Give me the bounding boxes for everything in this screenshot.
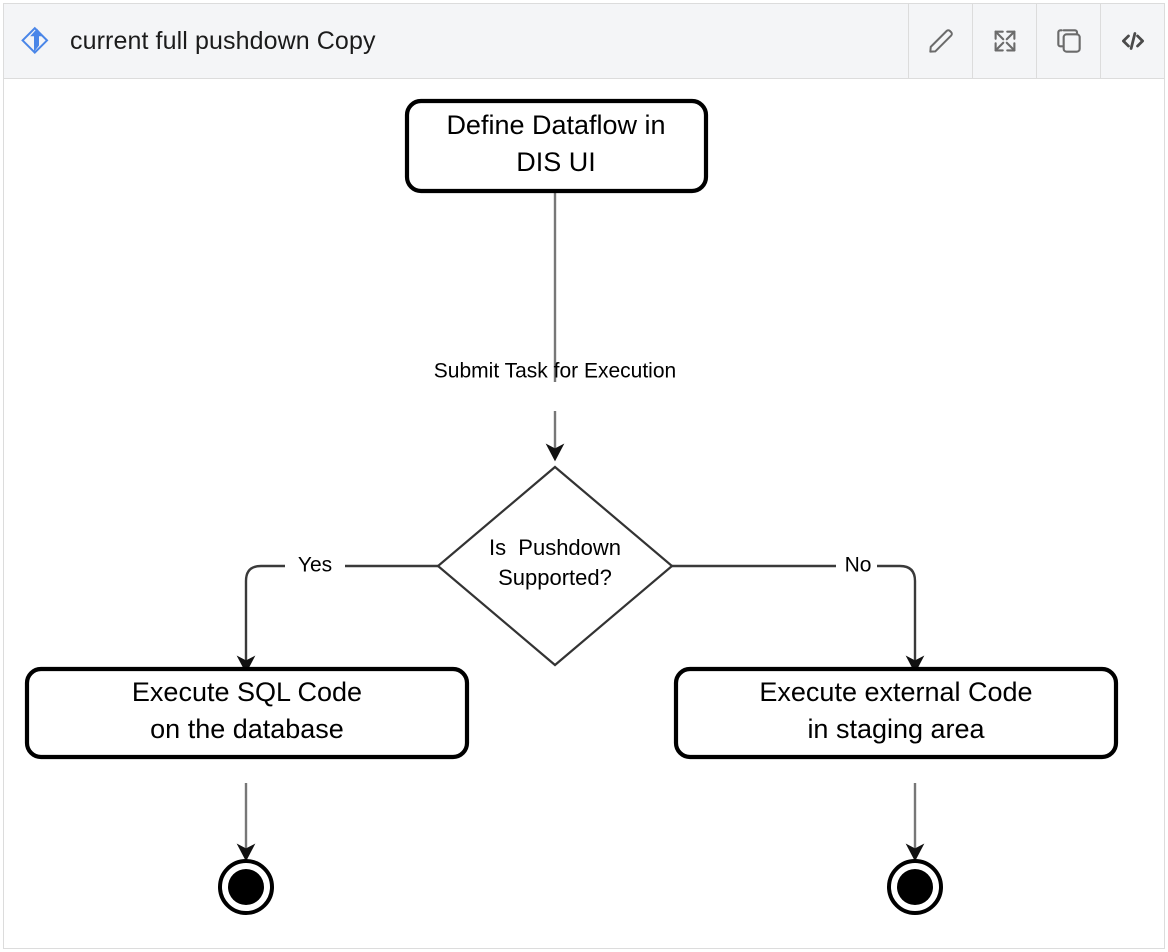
node-label-line-2: on the database [150, 714, 344, 744]
node-shape-diamond [436, 465, 674, 667]
edge-label-no: No [845, 554, 872, 577]
node-label-line-2: Supported? [498, 565, 612, 590]
widget-header: current full pushdown Copy [4, 4, 1164, 79]
node-label-line-1: Define Dataflow in [446, 110, 665, 140]
node-shape-rounded-rect [404, 98, 709, 194]
node-label-line-2: in staging area [807, 714, 985, 744]
node-shape-rounded-rect [24, 666, 470, 760]
expand-arrows-icon [990, 26, 1020, 56]
diagram-widget: current full pushdown Copy [3, 3, 1165, 949]
node-execute-external-code[interactable]: Execute external Code in staging area [673, 666, 1119, 760]
page-title: current full pushdown Copy [70, 26, 376, 55]
node-label-line-2: DIS UI [516, 147, 596, 177]
node-shape-rounded-rect [673, 666, 1119, 760]
node-is-pushdown-supported[interactable]: Is Pushdown Supported? [436, 465, 674, 667]
header-left-group: current full pushdown Copy [4, 4, 908, 78]
final-node-dot [228, 869, 264, 905]
view-source-button[interactable] [1100, 4, 1164, 78]
code-brackets-icon [1117, 25, 1149, 57]
fullscreen-button[interactable] [972, 4, 1036, 78]
edge-decision-to-sql: Yes [246, 554, 438, 669]
edge-label-submit-task: Submit Task for Execution [434, 360, 676, 383]
node-label-line-1: Execute SQL Code [132, 677, 362, 707]
mermaid-diagram-logo-icon [18, 24, 52, 58]
edit-button[interactable] [908, 4, 972, 78]
node-execute-sql-code[interactable]: Execute SQL Code on the database [24, 666, 470, 760]
edge-decision-to-external: No [672, 554, 915, 669]
header-toolbar [908, 4, 1164, 78]
node-define-dataflow[interactable]: Define Dataflow in DIS UI [404, 98, 709, 194]
node-label-line-1: Execute external Code [759, 677, 1032, 707]
pencil-icon [925, 25, 957, 57]
edge-label-yes: Yes [298, 554, 332, 577]
node-final-right[interactable] [887, 859, 943, 915]
copy-icon [1053, 25, 1085, 57]
final-node-dot [897, 869, 933, 905]
node-label-line-1: Is Pushdown [489, 535, 621, 560]
diagram-canvas[interactable]: Submit Task for Execution Yes No [4, 79, 1164, 948]
node-final-left[interactable] [218, 859, 274, 915]
edge-start-to-decision: Submit Task for Execution [434, 191, 676, 457]
copy-button[interactable] [1036, 4, 1100, 78]
